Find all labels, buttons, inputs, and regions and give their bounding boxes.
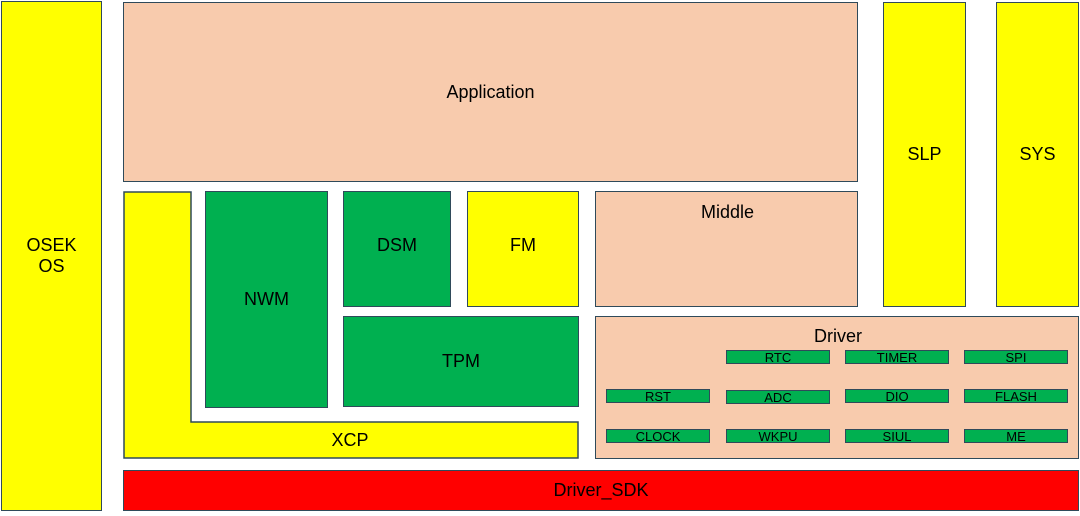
osek-label-line2: OS [38,256,65,276]
fm-block: FM [467,191,579,307]
application-block: Application [123,2,858,182]
driver-module-timer: TIMER [845,350,949,364]
driver-label: Driver [814,326,862,346]
fm-label: FM [510,234,536,255]
tpm-block: TPM [343,316,579,407]
driver-module-dio: DIO [845,389,949,403]
sys-label: SYS [1019,144,1056,164]
dsm-block: DSM [343,191,451,307]
driver-module-spi: SPI [964,350,1068,364]
xcp-label: XCP [331,430,369,450]
sys-block: SYS [996,2,1079,307]
driver-module-siul: SIUL [845,429,949,443]
driver-sdk-block: Driver_SDK [123,470,1079,511]
xcp-block [123,191,579,459]
driver-module-flash: FLASH [964,389,1068,403]
driver-module-rtc: RTC [726,350,830,364]
driver-module-adc: ADC [726,390,830,404]
slp-label: SLP [907,144,942,164]
middle-label: Middle [700,202,755,222]
tpm-label: TPM [442,351,480,371]
middle-block: Middle [595,191,858,307]
driver-module-clock: CLOCK [606,429,710,443]
application-label: Application [446,81,535,102]
driver-module-rst: RST [606,389,710,403]
driver-module-me: ME [964,429,1068,443]
osek-label-line1: OSEK [26,235,77,255]
nwm-label: NWM [244,289,289,309]
slp-block: SLP [883,2,966,307]
driver-sdk-label: Driver_SDK [553,480,649,500]
osek-os-block: OSEK OS [1,1,102,511]
dsm-label: DSM [377,234,417,255]
nwm-block: NWM [205,191,328,408]
driver-module-wkpu: WKPU [726,429,830,443]
